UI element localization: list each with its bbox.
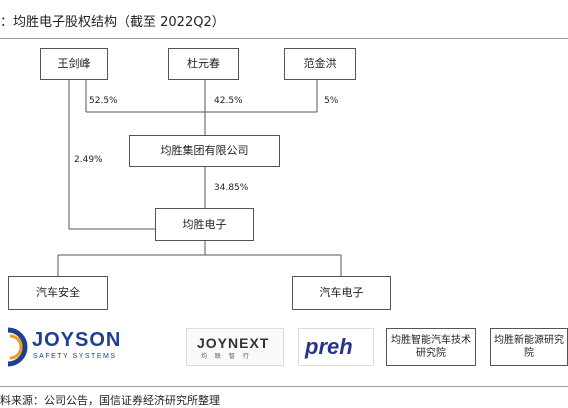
subsidiary-electronics-label: 汽车电子 bbox=[319, 286, 364, 299]
institute-energy-label: 均胜新能源研究院 bbox=[494, 335, 564, 359]
subsidiary-safety-label: 汽车安全 bbox=[36, 286, 80, 299]
joynext-logo: JOYNEXT 均 联 智 行 bbox=[186, 328, 284, 366]
pct-group-company: 34.85% bbox=[214, 183, 249, 193]
top-rule bbox=[0, 38, 568, 39]
joynext-wordmark: JOYNEXT bbox=[197, 335, 270, 351]
shareholder-wang-label: 王剑峰 bbox=[57, 57, 91, 70]
chart-title: ：均胜电子股权结构（截至 2022Q2） bbox=[0, 15, 225, 30]
shareholder-wang-box: 王剑峰 bbox=[40, 48, 108, 80]
pct-wang-group: 52.5% bbox=[89, 96, 118, 106]
source-note: 料来源：公司公告，国信证券经济研究所整理 bbox=[0, 394, 220, 407]
subsidiary-electronics-box: 汽车电子 bbox=[292, 276, 391, 310]
listed-company-box: 均胜电子 bbox=[155, 208, 254, 241]
listed-company-label: 均胜电子 bbox=[182, 217, 227, 231]
pct-du-group: 42.5% bbox=[214, 96, 243, 106]
shareholder-du-box: 杜元春 bbox=[168, 48, 239, 80]
joynext-subtitle: 均 联 智 行 bbox=[201, 353, 252, 360]
joyson-subtitle: SAFETY SYSTEMS bbox=[33, 353, 117, 360]
pct-wang-company: 2.49% bbox=[74, 155, 103, 165]
shareholder-fan-label: 范金洪 bbox=[303, 57, 337, 70]
joyson-emblem-icon bbox=[7, 327, 28, 367]
shareholder-du-label: 杜元春 bbox=[187, 57, 220, 70]
bottom-rule bbox=[0, 386, 568, 387]
joyson-wordmark: JOYSON bbox=[32, 329, 122, 351]
preh-logo: preh bbox=[298, 328, 374, 366]
subsidiary-safety-box: 汽车安全 bbox=[8, 276, 108, 310]
institute-smart-box: 均胜智能汽车技术研究院 bbox=[386, 328, 476, 366]
institute-smart-label: 均胜智能汽车技术研究院 bbox=[391, 335, 471, 359]
group-company-box: 均胜集团有限公司 bbox=[129, 135, 280, 167]
group-company-label: 均胜集团有限公司 bbox=[160, 144, 249, 157]
pct-fan-group: 5% bbox=[324, 96, 339, 106]
institute-energy-box: 均胜新能源研究院 bbox=[490, 328, 568, 366]
shareholder-fan-box: 范金洪 bbox=[284, 48, 356, 80]
joyson-safety-logo: JOYSON SAFETY SYSTEMS bbox=[0, 326, 130, 368]
preh-wordmark: preh bbox=[305, 334, 353, 359]
